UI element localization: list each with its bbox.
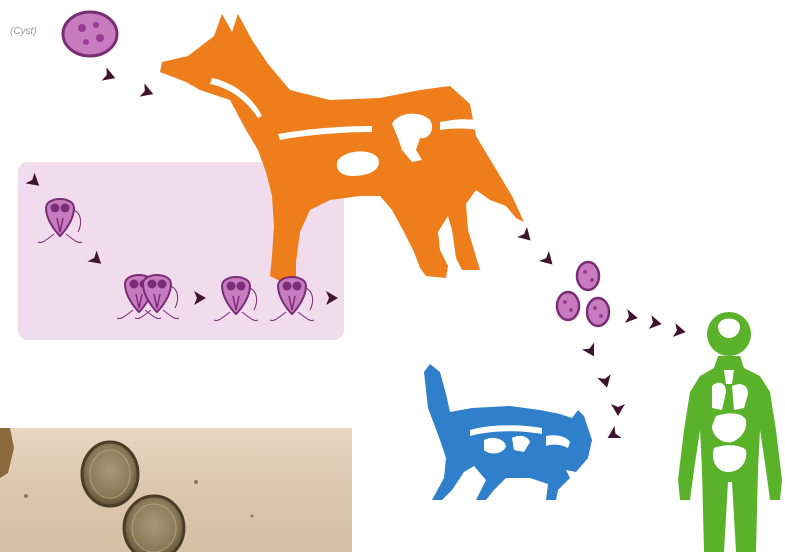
arrow-cysts-to-cat <box>582 343 625 445</box>
cat-silhouette <box>424 364 592 500</box>
trophozoite-1 <box>38 199 82 243</box>
dog-silhouette <box>160 14 524 282</box>
trophozoite-3 <box>270 277 314 321</box>
cyst-stage <box>63 12 117 56</box>
human-silhouette <box>678 312 782 552</box>
arrow-dog-to-cysts <box>517 227 557 269</box>
dividing-trophozoite <box>117 275 179 319</box>
trophozoite-2 <box>214 277 258 321</box>
arrow-cysts-to-human <box>625 309 687 339</box>
cyst-cluster <box>557 262 609 326</box>
arrow-cyst-to-dog <box>102 67 156 100</box>
